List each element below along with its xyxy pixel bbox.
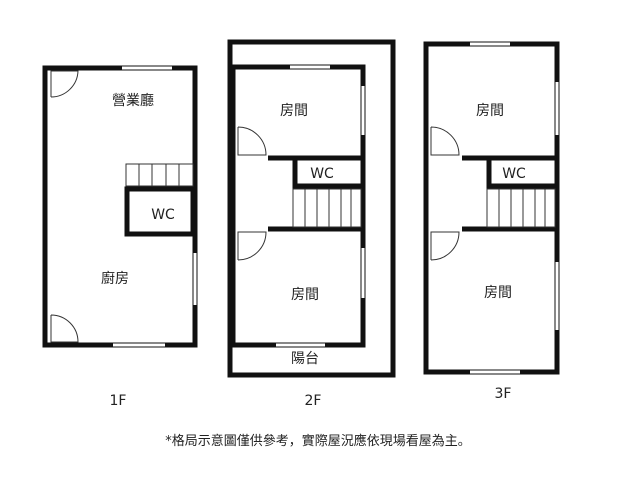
floor-3f-outer-wall — [423, 41, 560, 375]
floor-label-3f: 3F — [495, 386, 512, 402]
stairs — [486, 188, 556, 228]
wc-wall — [292, 155, 366, 189]
floor-2f: 房間 WC 房間 陽台 2F — [227, 39, 396, 409]
wc-wall — [124, 186, 196, 237]
room-label-wc: WC — [151, 207, 175, 223]
room-label-bedroom-bottom: 房間 — [484, 285, 512, 301]
wc-wall — [486, 155, 560, 189]
stairs — [125, 163, 194, 187]
door-arc-icon — [430, 231, 460, 261]
floor-2f-outer-wall — [227, 39, 396, 378]
room-label-wc: WC — [310, 166, 334, 182]
door-arc-icon — [430, 126, 460, 156]
door-arc-icon — [50, 70, 79, 98]
room-label-balcony: 陽台 — [291, 351, 319, 367]
room-label-kitchen: 廚房 — [101, 270, 129, 287]
floor-1f: 營業廳 WC 廚房 1F — [42, 65, 198, 409]
room-label-bedroom-top: 房間 — [280, 103, 308, 119]
floor-label-2f: 2F — [305, 393, 322, 409]
stairs — [292, 188, 362, 228]
room-label-hall: 營業廳 — [112, 92, 154, 109]
door-arc-icon — [50, 314, 79, 343]
room-label-wc: WC — [502, 166, 526, 182]
door-arc-icon — [237, 231, 267, 261]
room-label-bedroom-top: 房間 — [476, 103, 504, 119]
door-arc-icon — [237, 126, 267, 156]
floor-label-1f: 1F — [110, 393, 127, 409]
floor-3f: 房間 WC 房間 3F — [423, 41, 560, 402]
room-label-bedroom-bottom: 房間 — [291, 287, 319, 303]
footnote: *格局示意圖僅供參考，實際屋況應依現場看屋為主。 — [165, 433, 471, 449]
